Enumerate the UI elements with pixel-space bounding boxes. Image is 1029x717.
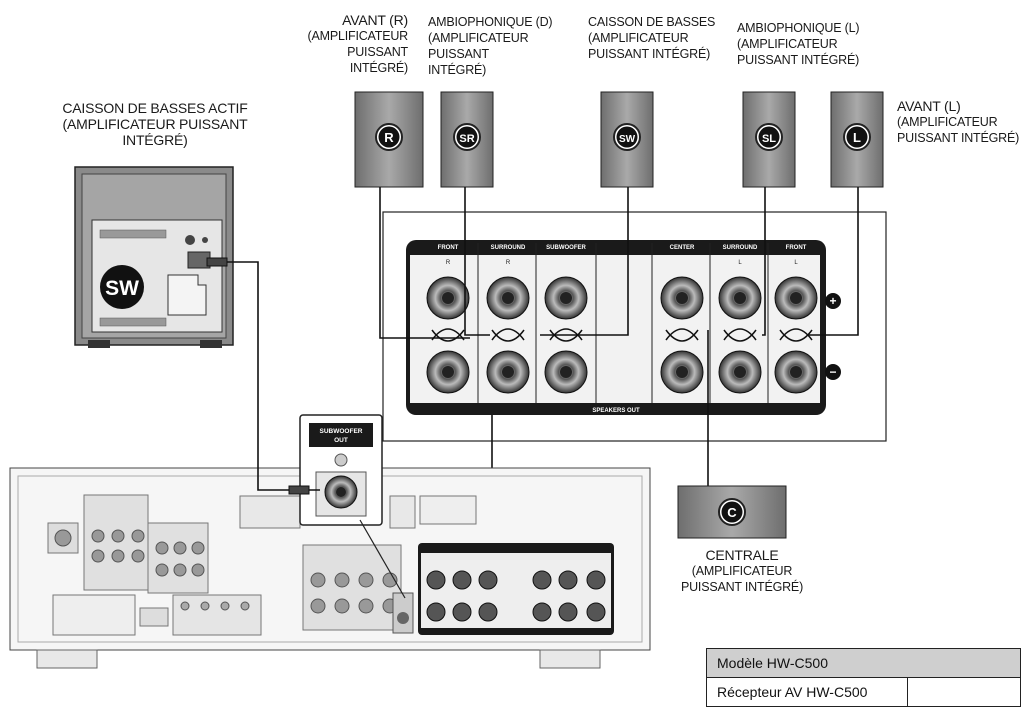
label-front-left-line2: (AMPLIFICATEUR <box>897 115 998 129</box>
minus-marker <box>825 364 841 380</box>
label-active-subwoofer-title: CAISSON DE BASSES ACTIF <box>62 100 248 116</box>
header-surround-r: SURROUND <box>491 245 526 251</box>
model-table: Modèle HW-C500 Récepteur AV HW-C500 <box>706 648 1021 707</box>
label-front-right-line3: INTÉGRÉ) <box>349 61 408 75</box>
label-front-right: AVANT (R) (AMPLIFICATEUR PUISSANT INTÉGR… <box>250 12 409 76</box>
label-front-left-line3: PUISSANT INTÉGRÉ) <box>897 131 1020 145</box>
badge-sr: SR <box>459 133 474 145</box>
plus-sign: + <box>829 294 836 308</box>
model-table-row2: Récepteur AV HW-C500 <box>706 677 908 707</box>
speaker-surround-left: SL <box>742 91 796 188</box>
speaker-surround-right: SR <box>440 91 494 188</box>
header-surround-l: SURROUND <box>723 245 758 251</box>
label-surround-left: AMBIOPHONIQUE (L) (AMPLIFICATEUR PUISSAN… <box>737 20 867 68</box>
speaker-wires <box>379 187 859 545</box>
subwoofer-out-label-line2: OUT <box>334 437 348 444</box>
badge-sw: SW <box>619 134 636 145</box>
label-center: CENTRALE (AMPLIFICATEUR PUISSANT INTÉGRÉ… <box>672 547 812 595</box>
header-front-r: FRONT <box>438 245 459 251</box>
label-surround-left-line3: PUISSANT INTÉGRÉ) <box>737 53 860 67</box>
badge-l: L <box>853 130 861 145</box>
speaker-subwoofer: SW <box>600 91 654 188</box>
label-center-line3: PUISSANT INTÉGRÉ) <box>680 580 804 594</box>
label-surround-left-title: AMBIOPHONIQUE (L) <box>737 21 860 35</box>
label-active-subwoofer-line3: INTÉGRÉ) <box>122 132 188 148</box>
subwoofer-out-label-line1: SUBWOOFER <box>320 428 363 435</box>
subheader-front-l: L <box>794 260 798 266</box>
subwoofer-out-callout: SUBWOOFER OUT <box>299 414 406 599</box>
speaker-center: C <box>677 485 787 539</box>
label-subwoofer-title: CAISSON DE BASSES <box>588 15 716 29</box>
header-front-l: FRONT <box>786 245 807 251</box>
label-surround-right: AMBIOPHONIQUE (D) (AMPLIFICATEUR PUISSAN… <box>428 14 588 78</box>
badge-c: C <box>727 505 737 520</box>
panel-footer-label: SPEAKERS OUT <box>592 408 640 414</box>
plus-marker <box>825 293 841 309</box>
label-front-right-title: AVANT (R) <box>342 12 408 28</box>
subheader-surround-l: L <box>738 260 742 266</box>
label-surround-right-line3: INTÉGRÉ) <box>428 63 487 77</box>
model-table-row2-extra <box>907 677 1021 707</box>
label-subwoofer-line3: PUISSANT INTÉGRÉ) <box>588 47 711 61</box>
header-center: CENTER <box>670 245 695 251</box>
speaker-front-right: R <box>354 91 424 188</box>
label-front-left: AVANT (L) (AMPLIFICATEUR PUISSANT INTÉGR… <box>897 98 1027 146</box>
label-front-left-title: AVANT (L) <box>897 98 961 114</box>
header-subwoofer: SUBWOOFER <box>546 245 586 251</box>
badge-r: R <box>384 130 394 145</box>
subheader-surround-r: R <box>506 260 511 266</box>
label-active-subwoofer-line2: (AMPLIFICATEUR PUISSANT <box>62 116 248 132</box>
label-front-right-line2: (AMPLIFICATEUR PUISSANT <box>307 29 409 59</box>
label-subwoofer-line2: (AMPLIFICATEUR <box>588 31 689 45</box>
label-surround-right-line2: (AMPLIFICATEUR PUISSANT <box>428 31 529 61</box>
label-center-line2: (AMPLIFICATEUR <box>691 564 793 578</box>
label-subwoofer: CAISSON DE BASSES (AMPLIFICATEUR PUISSAN… <box>588 14 718 62</box>
jacks-negative <box>426 350 818 394</box>
label-active-subwoofer: CAISSON DE BASSES ACTIF (AMPLIFICATEUR P… <box>40 100 270 148</box>
subheader-front-r: R <box>446 260 451 266</box>
active-subwoofer: SW <box>74 166 234 348</box>
badge-sl: SL <box>762 133 776 145</box>
badge-active-sw: SW <box>105 277 139 300</box>
speaker-front-left: L <box>830 91 884 188</box>
label-surround-right-title: AMBIOPHONIQUE (D) <box>428 15 553 29</box>
label-center-title: CENTRALE <box>705 547 779 563</box>
model-table-row1: Modèle HW-C500 <box>706 648 1021 678</box>
jacks-positive <box>426 276 818 320</box>
label-surround-left-line2: (AMPLIFICATEUR <box>737 37 838 51</box>
minus-sign: − <box>829 365 836 379</box>
